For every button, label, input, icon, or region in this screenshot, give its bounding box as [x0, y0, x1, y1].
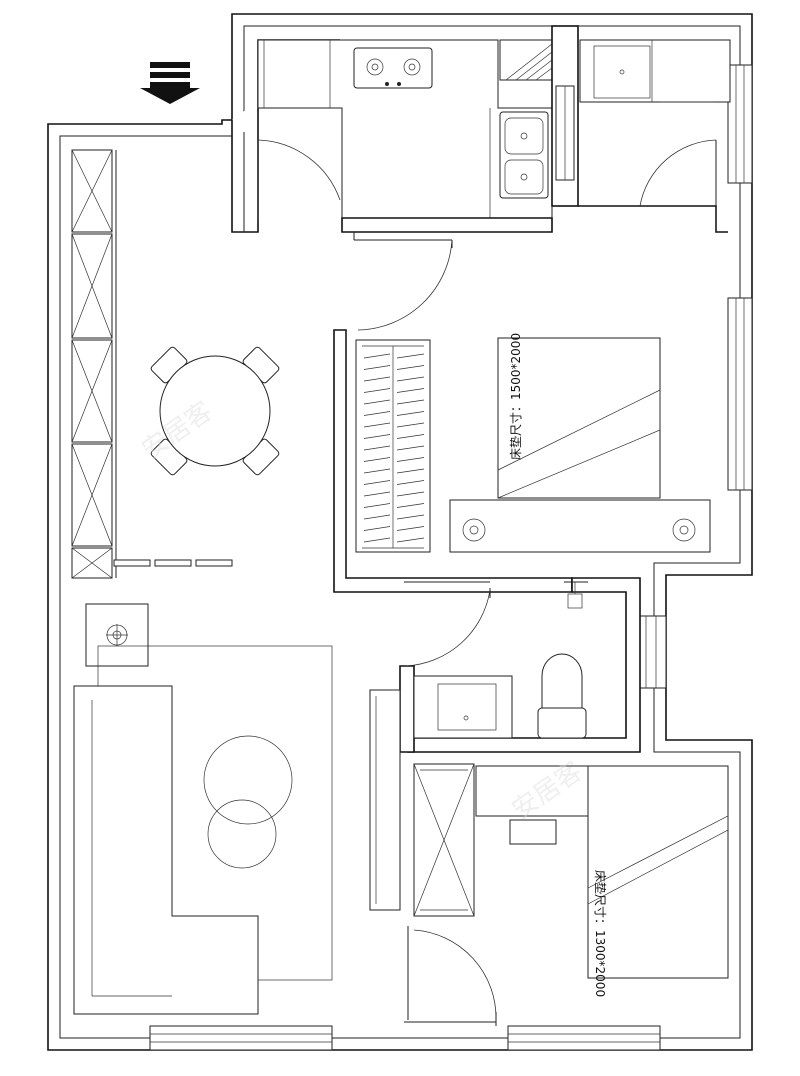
storage-cabinets — [71, 149, 117, 579]
bedroom-2-mattress-label: 床垫尺寸：1300*2000 — [593, 870, 608, 997]
hanger-line — [396, 537, 425, 543]
bathroom — [399, 577, 641, 753]
hanger-line — [396, 411, 425, 416]
hanger-line — [363, 526, 391, 531]
hanger-line — [396, 422, 425, 428]
hanger-line — [363, 537, 391, 543]
hanger-line — [396, 457, 425, 462]
dining-table — [150, 346, 280, 476]
hanger-line — [363, 411, 391, 416]
hanger-line — [396, 445, 425, 451]
hanger-line — [363, 514, 391, 520]
hanger-line — [363, 376, 391, 382]
hanger-line — [396, 503, 425, 508]
bedroom-1-mattress-label: 床垫尺寸：1500*2000 — [508, 333, 523, 460]
hanger-line — [396, 388, 425, 393]
kitchen — [231, 25, 579, 240]
hanger-line — [363, 388, 391, 393]
wash-basin-icon — [413, 675, 513, 739]
living-room — [73, 603, 401, 1015]
bedroom-2: 床垫尺寸：1300*2000 — [404, 763, 729, 1026]
hanger-line — [396, 376, 425, 382]
hanger-line — [396, 514, 425, 520]
shower-icon — [564, 581, 588, 609]
hanger-line — [396, 353, 425, 359]
hanger-line — [363, 434, 391, 439]
hanger-line — [363, 353, 391, 359]
hanger-line — [363, 422, 391, 428]
hanger-line — [396, 480, 425, 485]
hanger-line — [363, 503, 391, 508]
kitchen-sink-icon — [499, 111, 549, 199]
hanger-line — [396, 399, 425, 405]
hanger-line — [363, 480, 391, 485]
entrance-arrow-icon — [140, 62, 200, 104]
hanger-line — [396, 468, 425, 474]
hanger-line — [363, 399, 391, 405]
stove-icon — [353, 47, 433, 89]
hanger-line — [396, 491, 425, 497]
hanger-line — [396, 526, 425, 531]
wardrobe-hangers — [363, 353, 425, 543]
hanger-line — [396, 365, 425, 370]
hanger-line — [363, 365, 391, 370]
hanger-line — [396, 434, 425, 439]
laundry-room — [578, 39, 731, 233]
hanger-line — [363, 491, 391, 497]
toilet-icon — [537, 653, 587, 739]
pipe-shaft — [499, 39, 553, 81]
hanger-line — [363, 445, 391, 451]
hanger-line — [363, 468, 391, 474]
sliding-door — [113, 559, 233, 567]
hanger-line — [363, 457, 391, 462]
bedroom-1: 床垫尺寸：1500*2000 — [333, 239, 711, 593]
